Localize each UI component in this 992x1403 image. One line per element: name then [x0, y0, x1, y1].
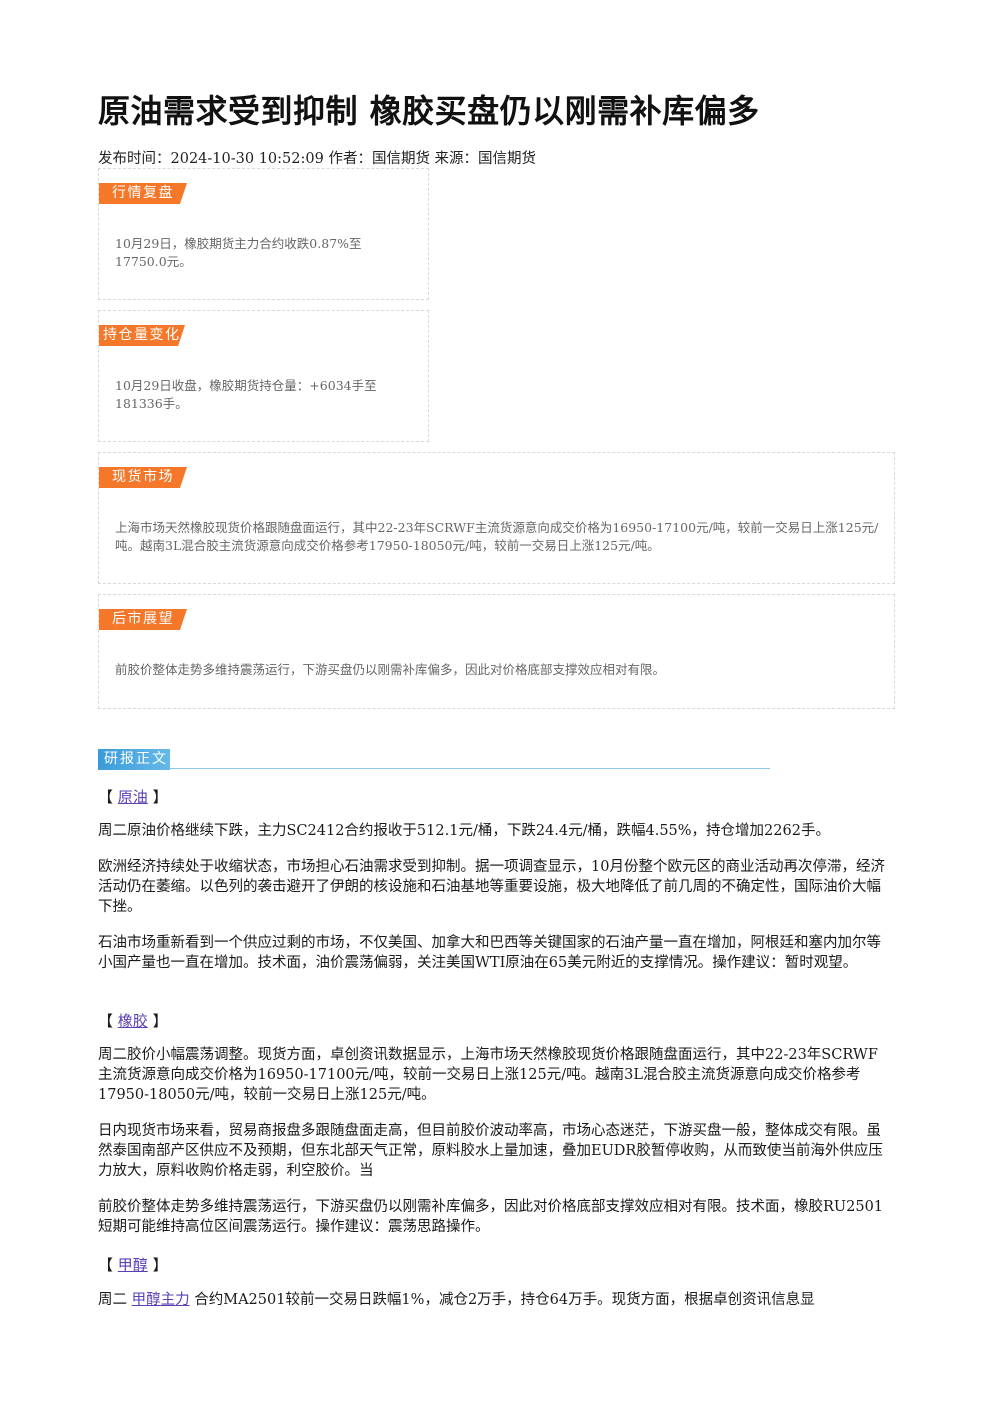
paragraph: 日内现货市场来看，贸易商报盘多跟随盘面走高，但目前胶价波动率高，市场心态迷茫，下…: [98, 1123, 883, 1179]
report-divider: [170, 768, 770, 769]
section-heading-methanol: 【 甲醇 】: [98, 1254, 168, 1275]
paragraph-prefix: 周二: [98, 1292, 132, 1308]
summary-text: 10月29日，橡胶期货主力合约收跌0.87%至17750.0元。: [115, 236, 362, 269]
summary-box-outlook: 后市展望 前胶价整体走势多维持震荡运行，下游买盘仍以刚需补库偏多，因此对价格底部…: [98, 594, 895, 709]
paragraph: 石油市场重新看到一个供应过剩的市场，不仅美国、加拿大和巴西等关键国家的石油产量一…: [98, 935, 881, 971]
tag-spot-market: 现货市场: [99, 467, 187, 488]
paragraph: 周二胶价小幅震荡调整。现货方面，卓创资讯数据显示，上海市场天然橡胶现货价格跟随盘…: [98, 1047, 878, 1103]
bracket-open: 【: [98, 1256, 118, 1274]
summary-box-market-review: 行情复盘 10月29日，橡胶期货主力合约收跌0.87%至17750.0元。: [98, 168, 429, 300]
link-methanol[interactable]: 甲醇: [117, 1256, 148, 1274]
bracket-close: 】: [147, 1256, 168, 1274]
paragraph: 周二原油价格继续下跌，主力SC2412合约报收于512.1元/桶，下跌24.4元…: [98, 823, 830, 839]
link-crude-oil[interactable]: 原油: [117, 788, 148, 806]
article-meta: 发布时间：2024-10-30 10:52:09 作者：国信期货 来源：国信期货: [98, 151, 537, 167]
summary-box-spot-market: 现货市场 上海市场天然橡胶现货价格跟随盘面运行，其中22-23年SCRWF主流货…: [98, 452, 895, 584]
summary-text: 上海市场天然橡胶现货价格跟随盘面运行，其中22-23年SCRWF主流货源意向成交…: [115, 520, 879, 553]
section-heading-crude-oil: 【 原油 】: [98, 786, 168, 807]
summary-box-position-change: 持仓量变化 10月29日收盘，橡胶期货持仓量：+6034手至181336手。: [98, 310, 429, 442]
paragraph-methanol: 周二 甲醇主力 合约MA2501较前一交易日跌幅1%，减仓2万手，持仓64万手。…: [98, 1290, 890, 1310]
link-rubber[interactable]: 橡胶: [117, 1012, 148, 1030]
paragraph: 前胶价整体走势多维持震荡运行，下游买盘仍以刚需补库偏多，因此对价格底部支撑效应相…: [98, 1199, 884, 1235]
tag-market-review: 行情复盘: [99, 183, 187, 204]
bracket-open: 【: [98, 788, 118, 806]
report-body-tag: 研报正文: [98, 749, 170, 770]
tag-position-change: 持仓量变化: [99, 325, 185, 346]
bracket-close: 】: [147, 1012, 168, 1030]
article-title: 原油需求受到抑制 橡胶买盘仍以刚需补库偏多: [98, 92, 760, 130]
paragraph: 欧洲经济持续处于收缩状态，市场担心石油需求受到抑制。据一项调查显示，10月份整个…: [98, 859, 885, 915]
paragraph-suffix: 合约MA2501较前一交易日跌幅1%，减仓2万手，持仓64万手。现货方面，根据卓…: [189, 1292, 815, 1308]
link-methanol-main[interactable]: 甲醇主力: [131, 1292, 190, 1308]
summary-text: 前胶价整体走势多维持震荡运行，下游买盘仍以刚需补库偏多，因此对价格底部支撑效应相…: [115, 662, 666, 677]
bracket-open: 【: [98, 1012, 118, 1030]
summary-text: 10月29日收盘，橡胶期货持仓量：+6034手至181336手。: [115, 378, 377, 411]
section-heading-rubber: 【 橡胶 】: [98, 1010, 168, 1031]
tag-outlook: 后市展望: [99, 609, 187, 630]
bracket-close: 】: [147, 788, 168, 806]
